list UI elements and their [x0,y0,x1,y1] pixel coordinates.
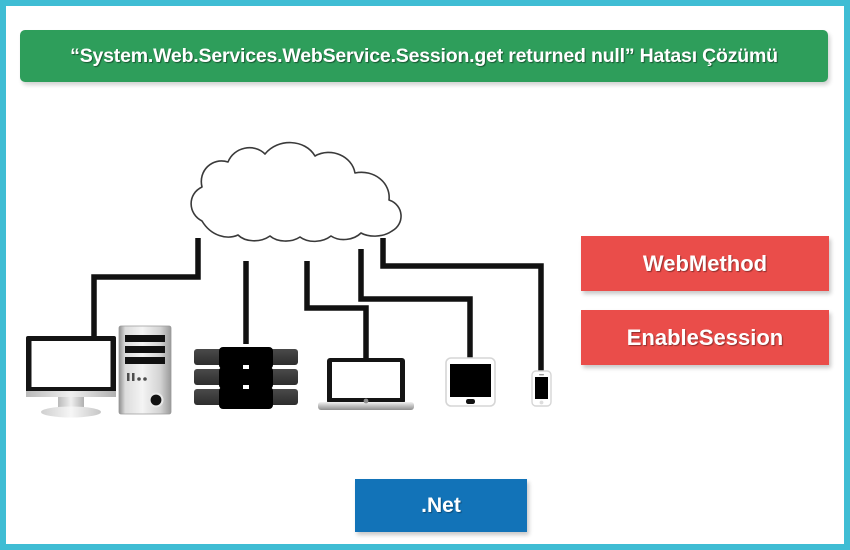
smartphone-icon [531,370,552,407]
server-rack-icon [194,347,298,409]
desktop-tower-icon [118,325,172,415]
desktop-monitor-icon [26,336,116,418]
connector-to-phone [380,238,544,371]
connector-to-monitor [91,238,201,336]
diagram-canvas: “System.Web.Services.WebService.Session.… [6,6,844,544]
tag-webmethod[interactable]: WebMethod [581,236,829,291]
connector-lines [91,238,544,371]
title-banner: “System.Web.Services.WebService.Session.… [20,30,828,82]
connector-to-laptop [304,261,369,358]
tag-enablesession[interactable]: EnableSession [581,310,829,365]
tag-webmethod-label: WebMethod [642,250,768,276]
net-button[interactable]: .Net [355,479,527,532]
net-button-label: .Net [421,493,461,517]
tablet-icon [445,357,496,407]
page-title: “System.Web.Services.WebService.Session.… [70,44,778,67]
tag-enablesession-label: EnableSession [626,324,784,350]
laptop-icon [318,358,414,410]
cloud-shape [190,141,402,243]
connector-to-tablet [358,249,473,358]
